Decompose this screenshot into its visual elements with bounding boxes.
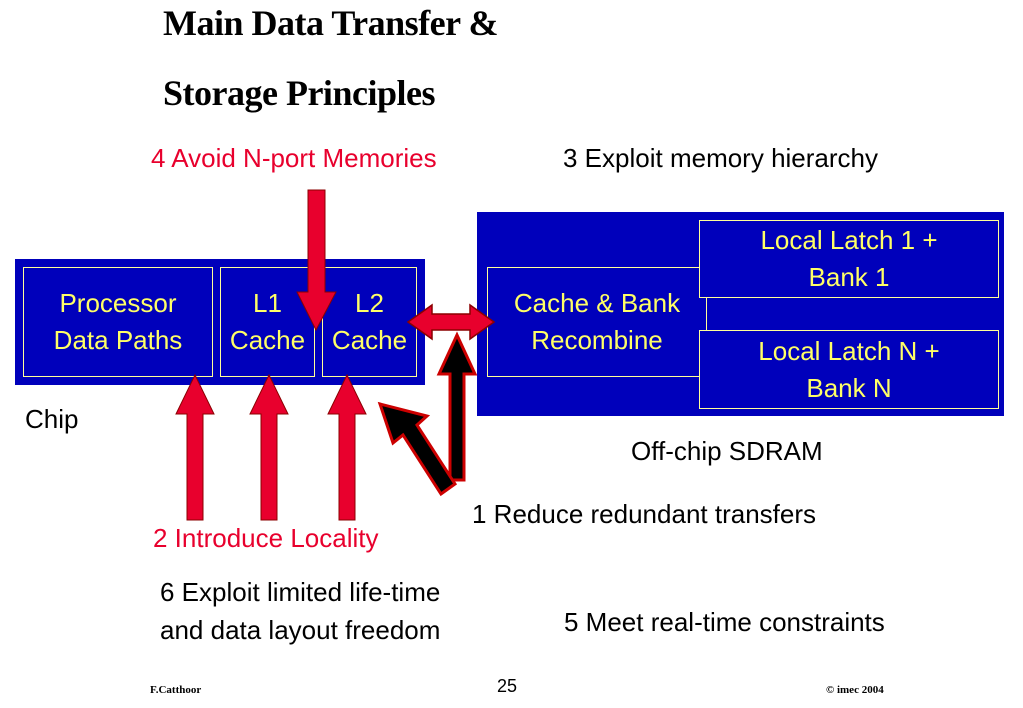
- principle-6-label-line-1: 6 Exploit limited life-time: [160, 577, 441, 607]
- principle-5-label: 5 Meet real-time constraints: [564, 607, 885, 637]
- processor-label-line-1: Processor: [59, 288, 177, 318]
- sdram-label: Off-chip SDRAM: [631, 436, 823, 466]
- latch-1-label-line-2: Bank 1: [808, 262, 890, 292]
- l2-label-line-2: Cache: [331, 325, 408, 355]
- principle-3-label: 3 Exploit memory hierarchy: [563, 143, 878, 173]
- latch-n-label-line-1: Local Latch N +: [758, 335, 940, 366]
- footer-page-number: 25: [497, 676, 518, 696]
- title-line-1: Main Data Transfer &: [163, 3, 498, 43]
- principle-4-label: 4 Avoid N-port Memories: [151, 143, 437, 173]
- l1-label-line-2: Cache: [229, 325, 306, 355]
- l2-label-line-1: L2: [355, 288, 384, 318]
- principle-1-label: 1 Reduce redundant transfers: [472, 499, 816, 529]
- principle-1-vertical-arrow: [436, 331, 478, 482]
- chip-sdram-double-arrow: [406, 303, 496, 341]
- principle-2-arrow-1: [175, 373, 215, 521]
- l1-label-line-1: L1: [253, 288, 282, 318]
- latch-n-label-line-2: Bank N: [806, 372, 892, 403]
- latch-1-label-line-1: Local Latch 1 +: [760, 225, 938, 255]
- recombine-label-line-1: Cache & Bank: [513, 288, 681, 318]
- local-latch-n-block: Local Latch N + Bank N: [699, 330, 999, 409]
- footer-author: F.Catthoor: [150, 684, 202, 696]
- processor-label-line-2: Data Paths: [53, 325, 183, 355]
- principle-2-label: 2 Introduce Locality: [153, 523, 379, 553]
- principle-6-label-line-2: and data layout freedom: [160, 615, 441, 645]
- principle-1-diagonal-arrow: [377, 401, 458, 497]
- footer-copyright: © imec 2004: [826, 684, 884, 696]
- title-line-2: Storage Principles: [163, 73, 435, 113]
- recombine-label-line-2: Recombine: [531, 325, 663, 355]
- chip-label: Chip: [25, 404, 79, 434]
- local-latch-1-block: Local Latch 1 + Bank 1: [699, 220, 999, 298]
- principle-2-arrow-3: [327, 373, 367, 521]
- principle-4-arrow: [296, 189, 337, 332]
- principle-2-arrow-2: [249, 373, 289, 521]
